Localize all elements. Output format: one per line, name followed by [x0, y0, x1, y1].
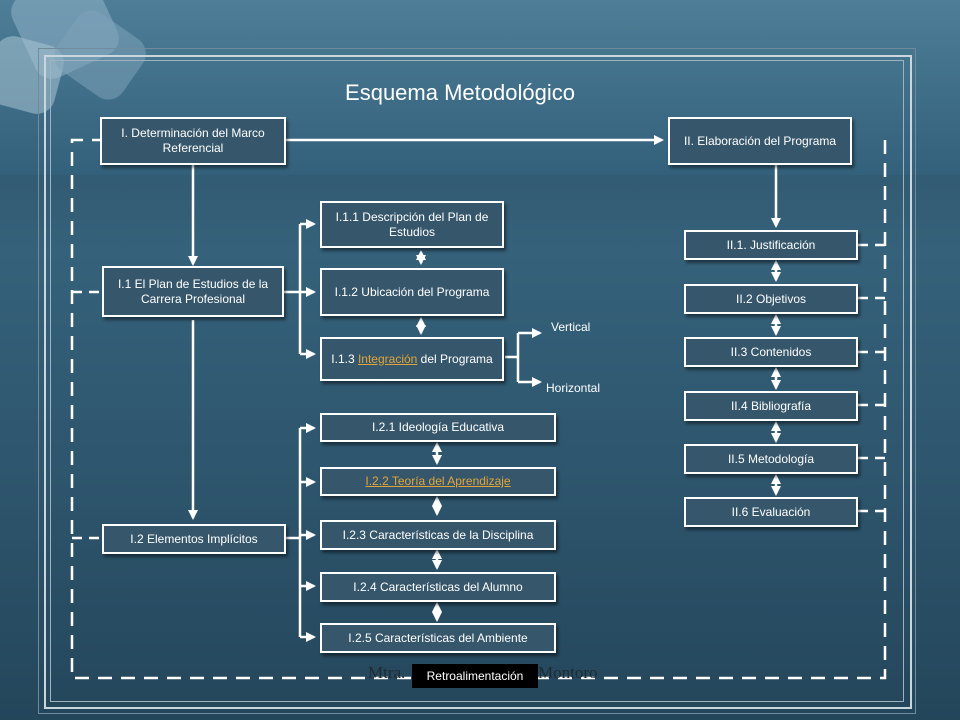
- box-teoria-aprendizaje[interactable]: I.2.2 Teoría del Aprendizaje: [320, 467, 556, 496]
- box-objetivos: II.2 Objetivos: [684, 284, 858, 314]
- box-label: II.2 Objetivos: [735, 291, 807, 306]
- box-label: I.2.3 Características de la Disciplina: [342, 527, 534, 542]
- box-caracteristicas-alumno: I.2.4 Características del Alumno: [320, 572, 556, 602]
- box-label: I.1 El Plan de Estudios de la Carrera Pr…: [117, 276, 269, 306]
- box-descripcion-plan: I.1.1 Descripción del Plan de Estudios: [320, 201, 504, 248]
- outer-frame: [38, 48, 916, 714]
- slide-title: Esquema Metodológico: [345, 80, 575, 105]
- footer-author-right: Montoro: [538, 663, 598, 682]
- box-label: II.6 Evaluación: [731, 504, 811, 519]
- box-label: II.5 Metodología: [727, 451, 815, 466]
- slide-frame: [44, 55, 912, 709]
- box-marco-referencial: I. Determinación del Marco Referencial: [100, 117, 286, 165]
- box-label: I.2.4 Características del Alumno: [353, 579, 523, 594]
- box-label: II. Elaboración del Programa: [683, 133, 837, 148]
- box-label: II.4 Bibliografía: [730, 398, 812, 413]
- teoria-link[interactable]: I.2.2 Teoría del Aprendizaje: [365, 474, 511, 488]
- box-label: II.3 Contenidos: [730, 344, 812, 359]
- branch-horizontal: Horizontal: [546, 381, 601, 395]
- footer-author-left: Mtra.: [368, 663, 406, 682]
- retroalimentacion-label: Retroalimentación: [412, 664, 538, 688]
- box-caracteristicas-disciplina: I.2.3 Características de la Disciplina: [320, 520, 556, 550]
- box-label: II.1. Justificación: [726, 237, 816, 252]
- integracion-suffix: del Programa: [417, 351, 493, 366]
- box-label: I.1.1 Descripción del Plan de Estudios: [335, 209, 489, 239]
- integracion-link[interactable]: Integración: [357, 351, 418, 366]
- box-elaboracion-programa: II. Elaboración del Programa: [668, 117, 852, 165]
- box-evaluacion: II.6 Evaluación: [684, 497, 858, 527]
- feedback-loop: [70, 138, 887, 680]
- box-justificacion: II.1. Justificación: [684, 230, 858, 260]
- box-metodologia: II.5 Metodología: [684, 444, 858, 474]
- box-ubicacion-programa: I.1.2 Ubicación del Programa: [320, 268, 504, 316]
- box-plan-estudios: I.1 El Plan de Estudios de la Carrera Pr…: [102, 266, 284, 317]
- box-label: I.2 Elementos Implícitos: [130, 531, 258, 546]
- box-label: I. Determinación del Marco Referencial: [121, 126, 265, 155]
- box-label: I.1.2 Ubicación del Programa: [334, 284, 490, 299]
- box-label: I.2.1 Ideología Educativa: [371, 420, 505, 434]
- box-ideologia-educativa: I.2.1 Ideología Educativa: [320, 413, 556, 442]
- box-elementos-implicitos: I.2 Elementos Implícitos: [102, 524, 286, 554]
- box-bibliografia: II.4 Bibliografía: [684, 391, 858, 421]
- inner-frame: [50, 60, 904, 702]
- box-contenidos: II.3 Contenidos: [684, 337, 858, 367]
- box-integracion-programa: I.1.3 Integración del Programa: [320, 337, 504, 381]
- box-label: I.1.3 Integración del Programa: [331, 352, 492, 367]
- integracion-prefix: I.1.3: [331, 351, 358, 366]
- footer-author: Mtra. Montoro: [368, 663, 598, 683]
- box-caracteristicas-ambiente: I.2.5 Características del Ambiente: [320, 623, 556, 653]
- branch-vertical: Vertical: [551, 320, 591, 334]
- box-label: I.2.5 Características del Ambiente: [348, 630, 528, 645]
